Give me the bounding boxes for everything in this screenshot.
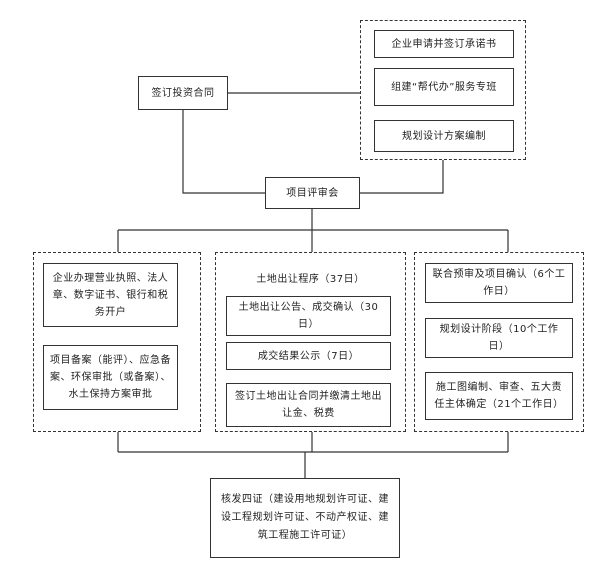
top-item-3: 规划设计方案编制 bbox=[374, 120, 514, 152]
left-group bbox=[33, 252, 201, 432]
land-transfer-title: 土地出让程序（37日） bbox=[256, 274, 365, 285]
issue-four-certificates-box: 核发四证（建设用地规划许可证、建设工程规划许可证、不动产权证、建筑工程施工许可证… bbox=[210, 478, 400, 558]
sign-contract-label: 签订投资合同 bbox=[151, 87, 215, 99]
left-item-2: 项目备案（能评）、应急备案、环保审批（或备案）、水土保持方案审批 bbox=[43, 345, 178, 410]
top-item-1: 企业申请并签订承诺书 bbox=[374, 30, 514, 58]
right-item-3: 施工图编制、审查、五大责任主体确定（21个工作日） bbox=[425, 372, 573, 420]
top-group bbox=[360, 20, 526, 160]
right-group bbox=[414, 252, 584, 432]
right-item-2: 规划设计阶段（10个工作日） bbox=[425, 318, 573, 358]
project-review-label: 项目评审会 bbox=[286, 187, 339, 199]
middle-item-2: 成交结果公示（7日） bbox=[226, 342, 391, 370]
sign-contract-box: 签订投资合同 bbox=[138, 76, 228, 110]
top-item-2: 组建“帮代办”服务专班 bbox=[374, 68, 514, 106]
middle-item-3: 签订土地出让合同并缴清土地出让金、税费 bbox=[226, 383, 391, 427]
middle-group bbox=[215, 252, 406, 432]
right-item-1: 联合预审及项目确认（6个工作日） bbox=[425, 263, 573, 303]
left-item-1: 企业办理营业执照、法人章、数字证书、银行和税务开户 bbox=[43, 263, 178, 327]
middle-item-1: 土地出让公告、成交确认（30日） bbox=[226, 296, 391, 336]
project-review-box: 项目评审会 bbox=[265, 177, 360, 209]
